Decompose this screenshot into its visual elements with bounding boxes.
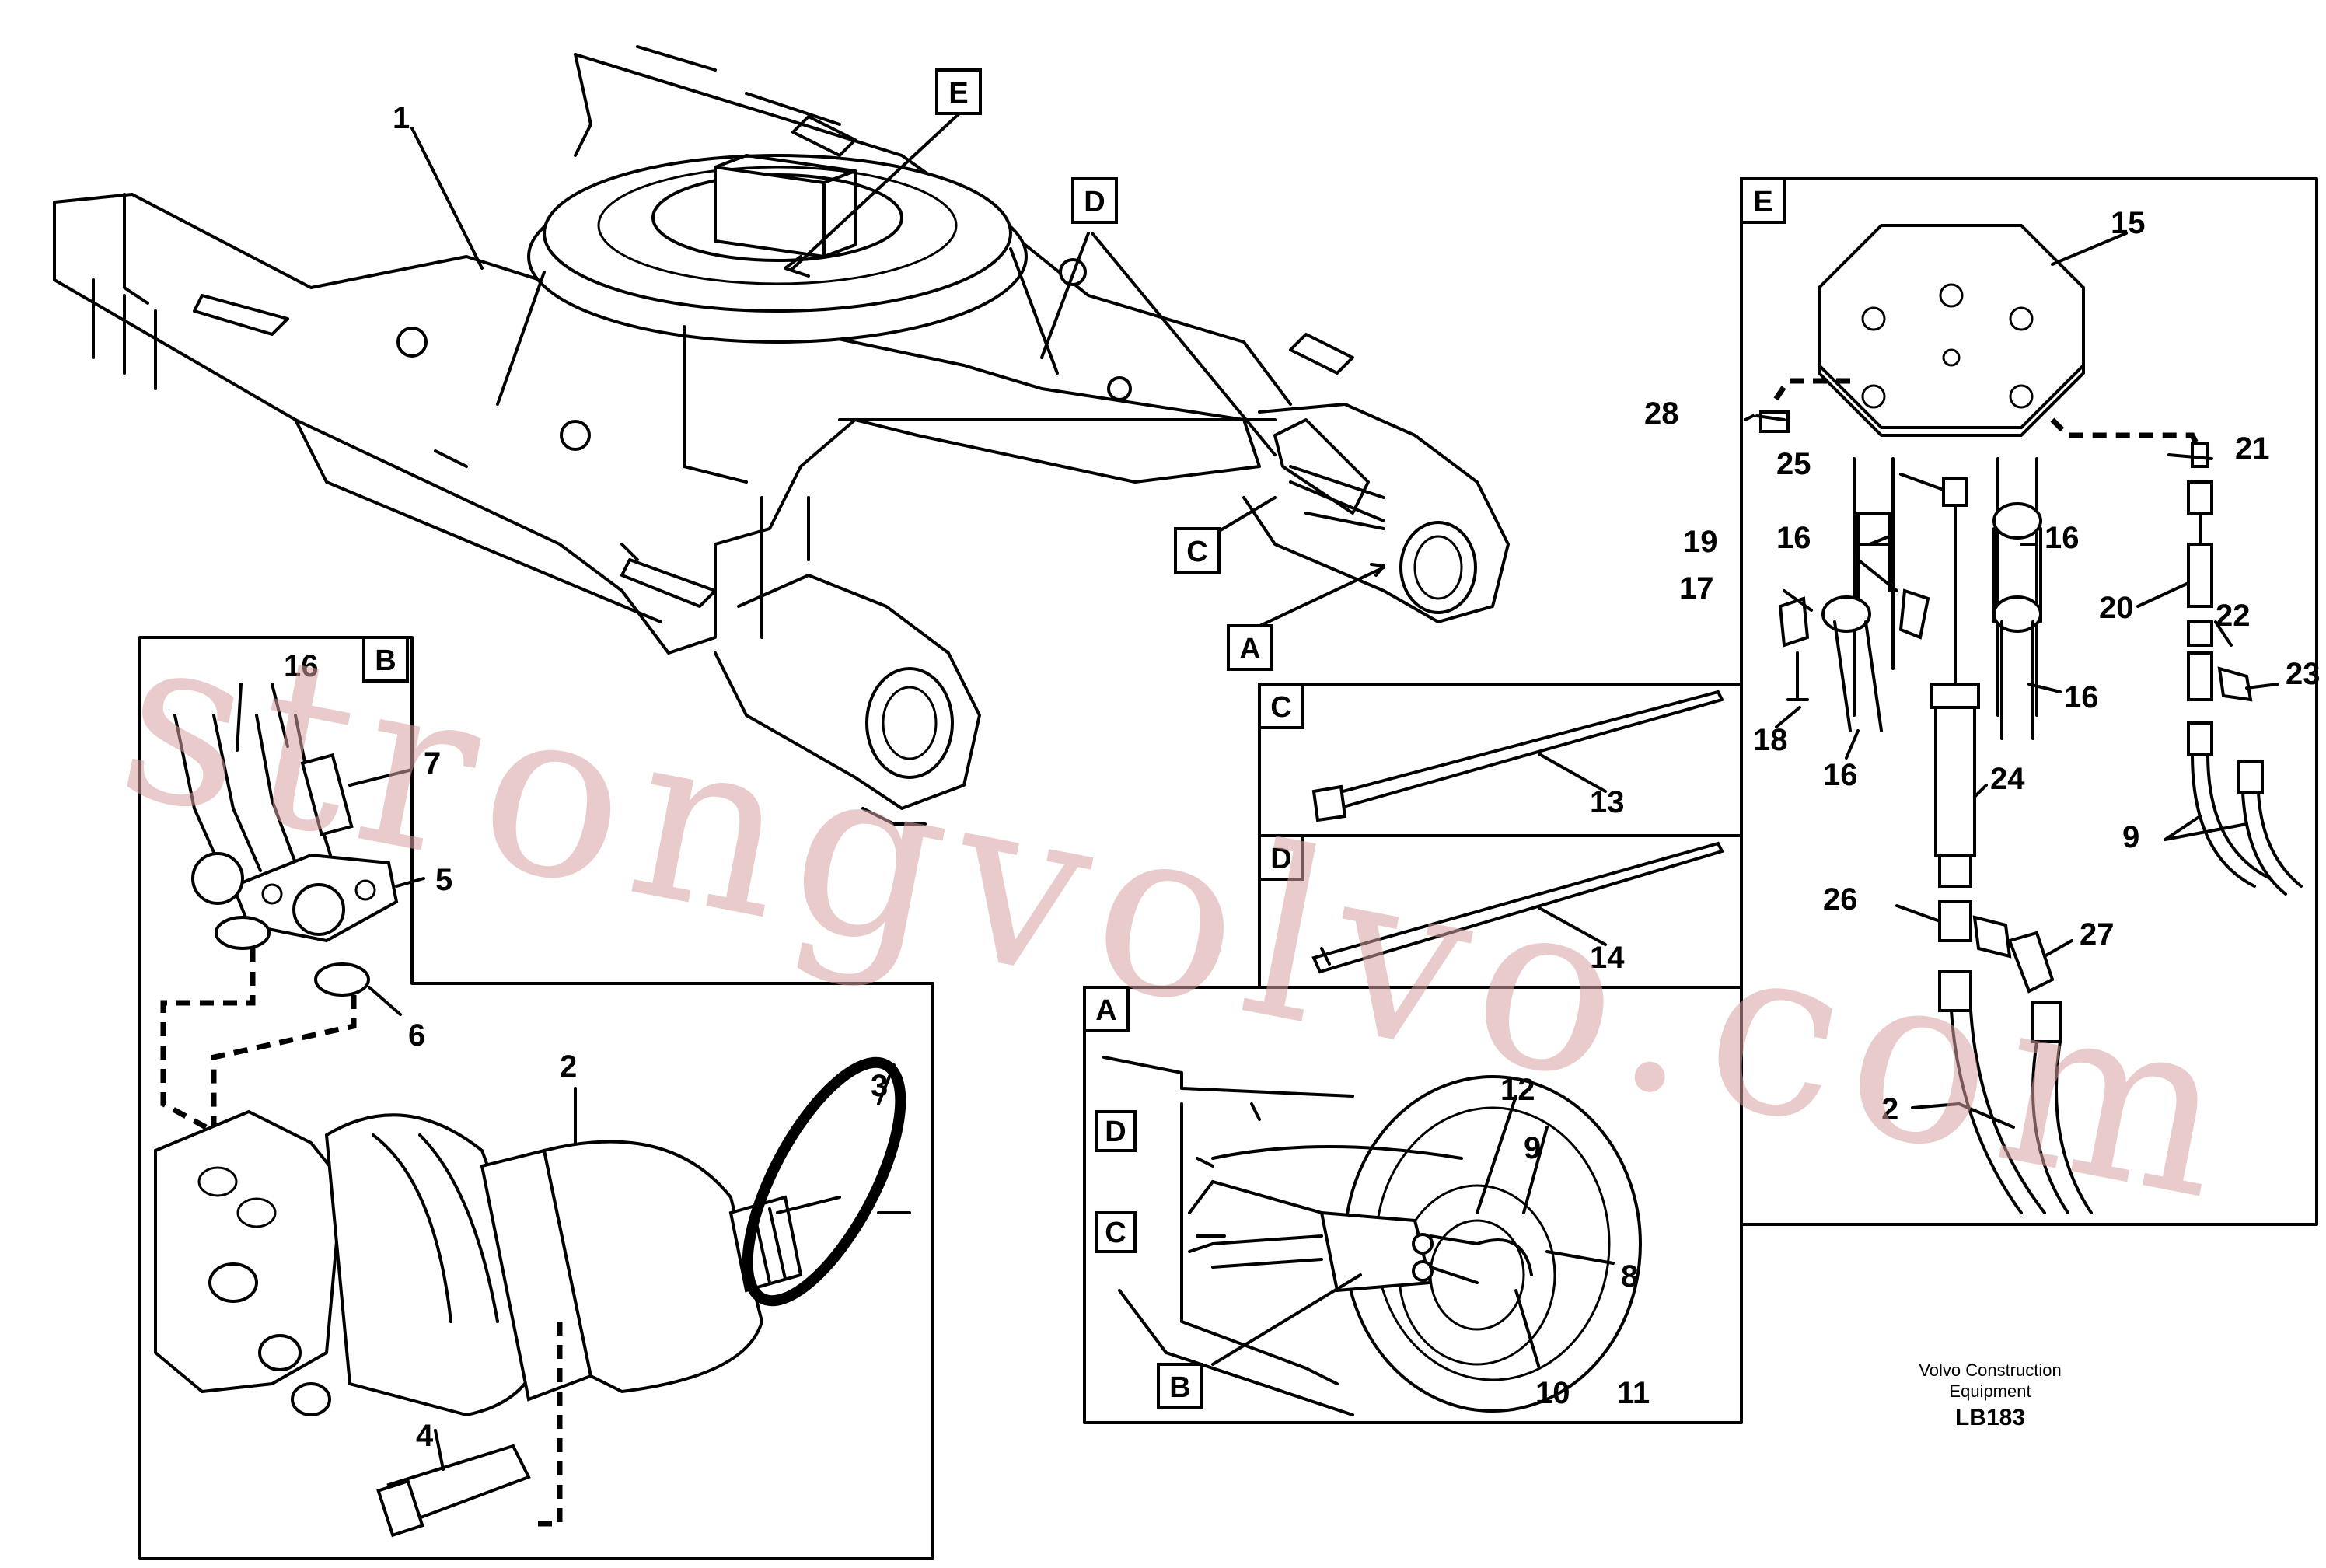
panel-b-label: B bbox=[375, 644, 396, 677]
panel-e: E bbox=[1740, 177, 2318, 1226]
callout-16e: 16 bbox=[2064, 680, 2099, 714]
callout-2: 2 bbox=[560, 1049, 577, 1084]
callout-7: 7 bbox=[424, 746, 441, 781]
caption-company: Volvo Construction bbox=[1919, 1360, 2061, 1380]
panel-e-label: E bbox=[1753, 186, 1772, 218]
panel-a-label: A bbox=[1095, 994, 1116, 1027]
label-box-e-main: E bbox=[935, 68, 982, 115]
callout-9a: 9 bbox=[1524, 1131, 1541, 1165]
svg-text:C: C bbox=[1186, 536, 1207, 568]
callout-28: 28 bbox=[1644, 396, 1679, 431]
callout-10: 10 bbox=[1535, 1376, 1570, 1410]
callout-16b: 16 bbox=[1776, 521, 1811, 555]
travel-motor-hoses-main bbox=[1273, 418, 1385, 530]
callout-24: 24 bbox=[1990, 762, 2025, 796]
label-box-c-main: C bbox=[1174, 527, 1221, 574]
panel-c-label: C bbox=[1270, 691, 1291, 724]
callout-18: 18 bbox=[1753, 723, 1788, 757]
caption-block: Volvo Construction Equipment LB183 bbox=[1919, 1360, 2061, 1430]
label-box-d-inset: D bbox=[1095, 1110, 1137, 1152]
callout-2b: 2 bbox=[1881, 1092, 1898, 1126]
svg-text:D: D bbox=[1084, 186, 1105, 218]
callout-5: 5 bbox=[435, 863, 452, 897]
callout-23: 23 bbox=[2286, 657, 2321, 691]
label-box-c-inset: C bbox=[1095, 1211, 1137, 1253]
callout-11: 11 bbox=[1617, 1376, 1650, 1410]
label-box-d-main: D bbox=[1071, 177, 1118, 224]
callout-8: 8 bbox=[1621, 1259, 1638, 1294]
svg-text:C: C bbox=[1105, 1217, 1126, 1249]
svg-text:D: D bbox=[1105, 1116, 1126, 1148]
callout-22: 22 bbox=[2216, 599, 2251, 633]
callout-13: 13 bbox=[1590, 785, 1625, 819]
callout-25: 25 bbox=[1776, 447, 1811, 481]
callout-12: 12 bbox=[1500, 1073, 1535, 1107]
panel-a: A bbox=[1083, 986, 1743, 1424]
svg-text:E: E bbox=[948, 77, 968, 110]
callout-3: 3 bbox=[871, 1069, 888, 1103]
label-box-b-inset: B bbox=[1157, 1363, 1203, 1409]
callout-1: 1 bbox=[393, 101, 410, 135]
callout-9b: 9 bbox=[2122, 820, 2139, 854]
callout-17: 17 bbox=[1679, 571, 1714, 606]
callout-19: 19 bbox=[1683, 525, 1718, 559]
caption-code: LB183 bbox=[1955, 1405, 2025, 1430]
callout-16a: 16 bbox=[284, 649, 319, 683]
callout-21: 21 bbox=[2235, 431, 2270, 466]
panel-c: C bbox=[1258, 683, 1743, 837]
callout-16d: 16 bbox=[1823, 758, 1858, 792]
callout-14: 14 bbox=[1590, 941, 1625, 975]
main-leaders bbox=[410, 111, 1385, 631]
slewing-ring bbox=[496, 154, 1059, 484]
callout-4: 4 bbox=[416, 1419, 434, 1453]
svg-text:A: A bbox=[1239, 633, 1260, 665]
callout-15: 15 bbox=[2111, 206, 2146, 240]
label-box-a-main: A bbox=[1227, 624, 1273, 671]
callout-26: 26 bbox=[1823, 882, 1858, 917]
undercarriage-frame bbox=[53, 45, 1510, 826]
callout-20: 20 bbox=[2099, 591, 2134, 625]
callout-6: 6 bbox=[408, 1018, 425, 1053]
callout-27: 27 bbox=[2080, 917, 2115, 952]
panel-d-label: D bbox=[1270, 843, 1291, 875]
caption-equipment: Equipment bbox=[1949, 1381, 2031, 1401]
callout-16c: 16 bbox=[2045, 521, 2080, 555]
svg-text:B: B bbox=[1169, 1371, 1190, 1404]
panel-b: B bbox=[138, 636, 934, 1560]
